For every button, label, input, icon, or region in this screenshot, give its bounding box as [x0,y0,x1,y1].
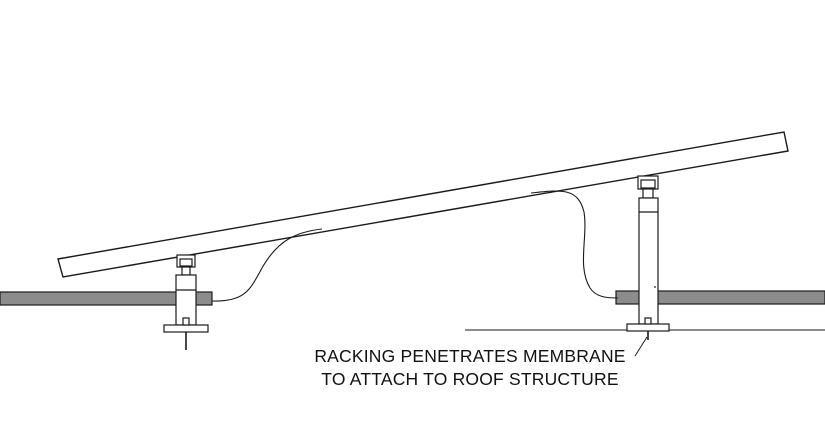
callout-leader [634,336,648,357]
callout-note: RACKING PENETRATES MEMBRANE TO ATTACH TO… [240,345,700,391]
right-support-post [626,175,670,340]
callout-line-1: RACKING PENETRATES MEMBRANE [314,346,626,366]
solar-panel [57,131,789,278]
callout-line-2: TO ATTACH TO ROOF STRUCTURE [321,369,619,389]
left-wire [211,228,323,302]
roof-slab-left [0,291,213,306]
left-support-post [163,254,209,350]
right-wire [530,190,619,299]
